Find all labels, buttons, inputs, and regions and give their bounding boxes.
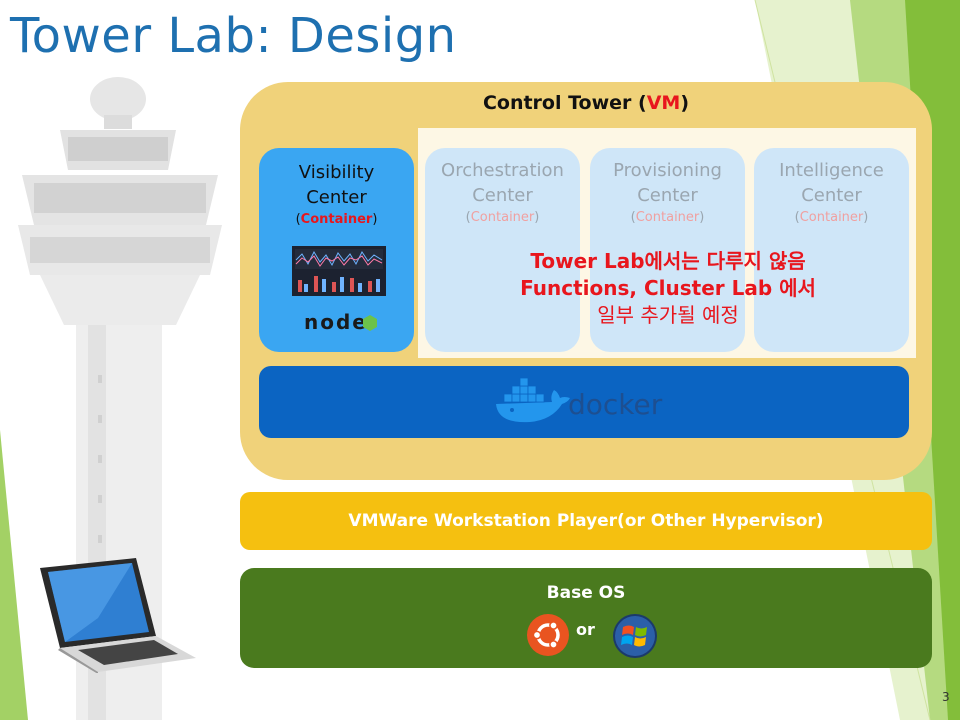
exclusion-note: Tower Lab에서는 다루지 않음 Functions, Cluster L… <box>418 248 918 329</box>
exclusion-note-line3: 일부 추가될 예정 <box>597 303 739 327</box>
orchestration-center-line1: Orchestration <box>441 160 564 181</box>
sub-inner: Container <box>635 210 700 225</box>
provisioning-center-line2: Center <box>637 185 698 206</box>
docker-layer <box>259 366 909 438</box>
intelligence-center-line2: Center <box>801 185 862 206</box>
orchestration-center-subtitle: (Container) <box>425 210 580 225</box>
control-tower-title-vm: VM <box>646 92 681 114</box>
visibility-center-line2: Center <box>306 187 367 208</box>
orchestration-center-line2: Center <box>472 185 533 206</box>
provisioning-center-line1: Provisioning <box>613 160 722 181</box>
nodejs-logo: node <box>300 310 382 334</box>
provisioning-center-subtitle: (Container) <box>590 210 745 225</box>
visibility-center-name: Visibility Center <box>259 160 414 210</box>
sub-inner: Container <box>300 212 373 227</box>
slide-title: Tower Lab: Design <box>10 8 457 64</box>
orchestration-center-name: Orchestration Center <box>425 158 580 208</box>
control-tower-title-prefix: Control Tower ( <box>482 92 647 114</box>
visibility-center-line1: Visibility <box>298 162 375 183</box>
sub-close: ) <box>372 212 378 227</box>
visibility-center-subtitle: (Container) <box>259 212 414 227</box>
sub-open: ( <box>794 210 800 225</box>
intelligence-center-line1: Intelligence <box>779 160 884 181</box>
intelligence-center-subtitle: (Container) <box>754 210 909 225</box>
control-tower-title: Control Tower (VM) <box>240 92 932 114</box>
base-os-title: Base OS <box>546 583 626 603</box>
docker-logo: docker <box>496 377 663 423</box>
sub-open: ( <box>630 210 636 225</box>
sub-open: ( <box>465 210 471 225</box>
base-os-or: or <box>576 620 595 639</box>
page-number: 3 <box>942 690 950 704</box>
nodejs-logo-text: node <box>304 310 368 334</box>
provisioning-center-name: Provisioning Center <box>590 158 745 208</box>
sub-inner: Container <box>470 210 535 225</box>
provisioning-center-box: Provisioning Center (Container) <box>590 148 745 352</box>
sub-close: ) <box>863 210 869 225</box>
orchestration-center-box: Orchestration Center (Container) <box>425 148 580 352</box>
exclusion-note-line1: Tower Lab에서는 다루지 않음 <box>530 249 806 273</box>
intelligence-center-box: Intelligence Center (Container) <box>754 148 909 352</box>
base-os-layer <box>240 568 932 668</box>
control-tower-title-suffix: ) <box>680 92 690 114</box>
dashboard-thumbnail <box>292 246 386 296</box>
sub-open: ( <box>295 212 301 227</box>
docker-logo-text: docker <box>568 388 663 421</box>
sub-close: ) <box>699 210 705 225</box>
intelligence-center-name: Intelligence Center <box>754 158 909 208</box>
windows-icon <box>613 614 657 658</box>
hypervisor-layer: VMWare Workstation Player(or Other Hyper… <box>240 492 932 550</box>
sub-inner: Container <box>799 210 864 225</box>
laptop-image <box>40 558 196 673</box>
ubuntu-icon <box>527 614 569 656</box>
exclusion-note-line2: Functions, Cluster Lab 에서 <box>520 276 816 300</box>
sub-close: ) <box>534 210 540 225</box>
